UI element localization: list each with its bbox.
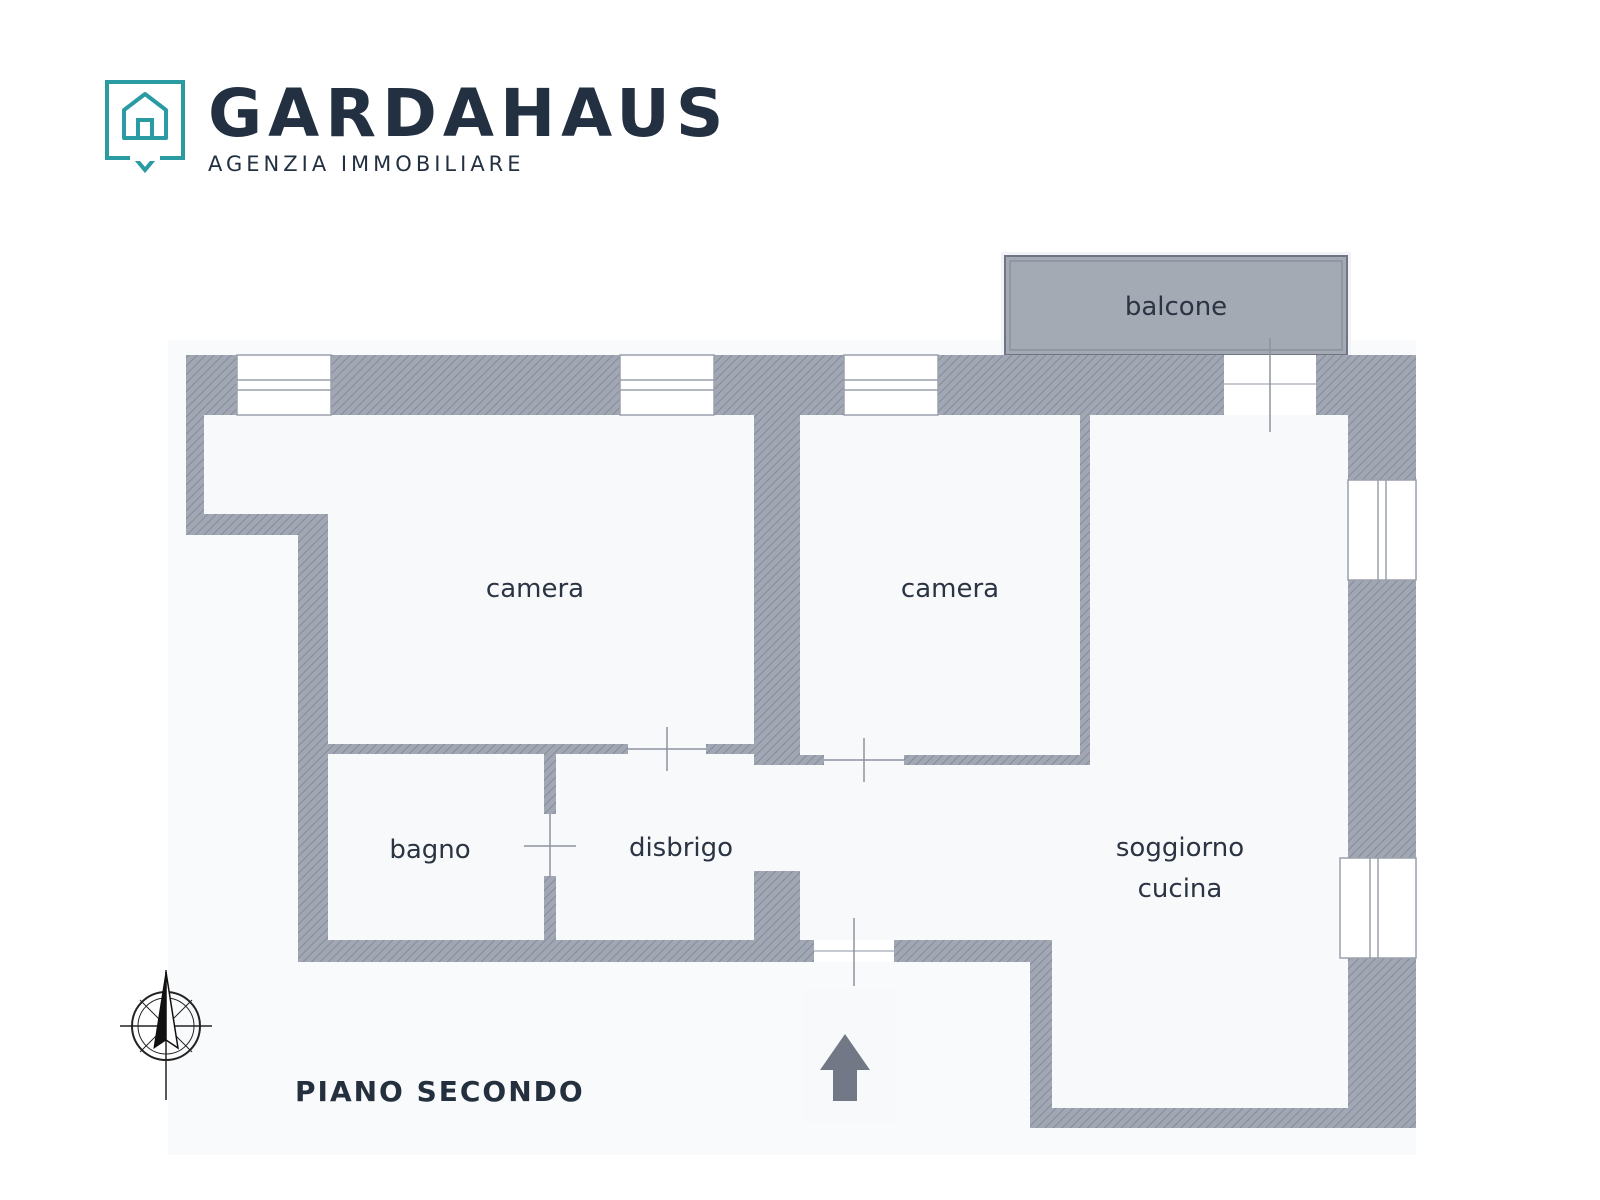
door-bagno [524,814,576,876]
door-balcony [1224,338,1316,432]
brand-tagline: AGENZIA IMMOBILIARE [208,152,525,176]
window-top-1 [236,354,332,416]
window-top-3 [843,354,939,416]
room-label-disbrigo: disbrigo [629,833,733,863]
window-right-2 [1339,857,1417,959]
room-label-camera-right: camera [901,574,999,604]
house-icon [105,80,185,174]
door-camera-right [824,738,904,782]
window-right-1 [1347,479,1417,581]
entrance-arrow-icon [802,988,896,1124]
compass-rose-icon [120,970,212,1100]
room-label-cucina: cucina [1138,874,1223,904]
brand-logo: GARDAHAUS AGENZIA IMMOBILIARE [105,75,729,176]
door-camera-left [628,727,706,771]
interior-walls [328,415,1090,940]
room-label-bagno: bagno [389,835,470,865]
room-label-soggiorno: soggiorno [1116,833,1244,863]
brand-name: GARDAHAUS [208,75,729,152]
floor-label: PIANO SECONDO [295,1075,585,1108]
balcony: balcone [1001,252,1351,356]
room-label-camera-left: camera [486,574,584,604]
windows [236,354,1417,959]
room-label-balcone: balcone [1125,292,1227,322]
door-entrance [814,918,894,986]
doors [524,338,1316,986]
window-top-2 [619,354,715,416]
